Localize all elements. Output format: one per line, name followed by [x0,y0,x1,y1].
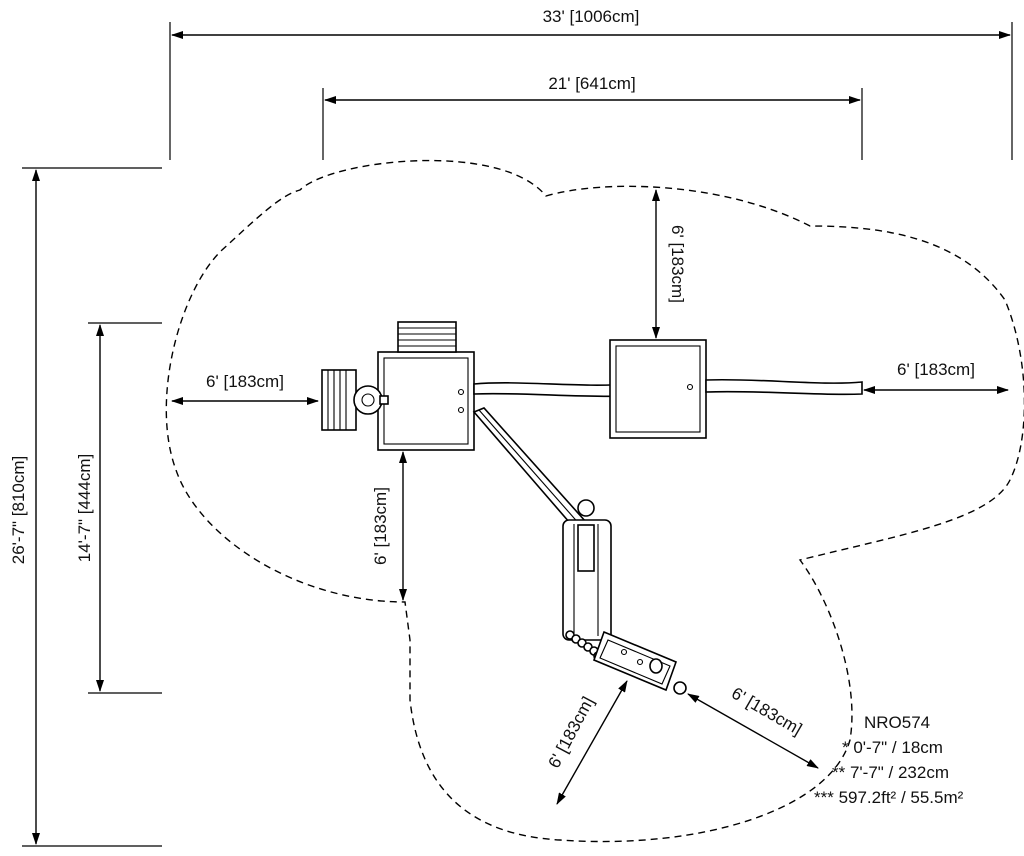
vertical-support [562,499,612,641]
right-beam [705,378,863,396]
dim-clearance-lower-right-label: 6' [183cm] [728,684,805,739]
dim-clearance-left-label: 6' [183cm] [206,372,284,391]
right-deck [609,339,707,439]
dim-clearance-below-deck-label: 6' [183cm] [371,487,390,565]
dim-clearance-lower-right [687,693,819,769]
diagonal-slide [472,407,588,532]
bridge [473,382,631,398]
dim-clearance-lower-left [556,680,628,805]
spec-line-3: *** 597.2ft² / 55.5m² [814,788,964,807]
deck-steps [397,321,457,353]
side-ladder [321,369,357,431]
steering-wheel-icon [353,385,389,415]
left-deck [377,351,475,451]
dim-clearance-lower-left-label: 6' [183cm] [544,694,597,772]
dim-inner-height-label: 14'-7" [444cm] [75,454,94,563]
dim-overall-height-label: 26'-7" [810cm] [9,456,28,565]
lower-platform [592,630,687,695]
spec-line-2: ** 7'-7" / 232cm [832,763,949,782]
dim-overall-width-label: 33' [1006cm] [543,7,640,26]
use-zone-outline [165,159,1024,843]
dim-clearance-top-label: 6' [183cm] [668,225,687,303]
dim-clearance-right-label: 6' [183cm] [897,360,975,379]
dim-inner-width-label: 21' [641cm] [548,74,635,93]
spec-line-1: * 0'-7" / 18cm [842,738,943,757]
model-number: NRO574 [864,713,930,732]
